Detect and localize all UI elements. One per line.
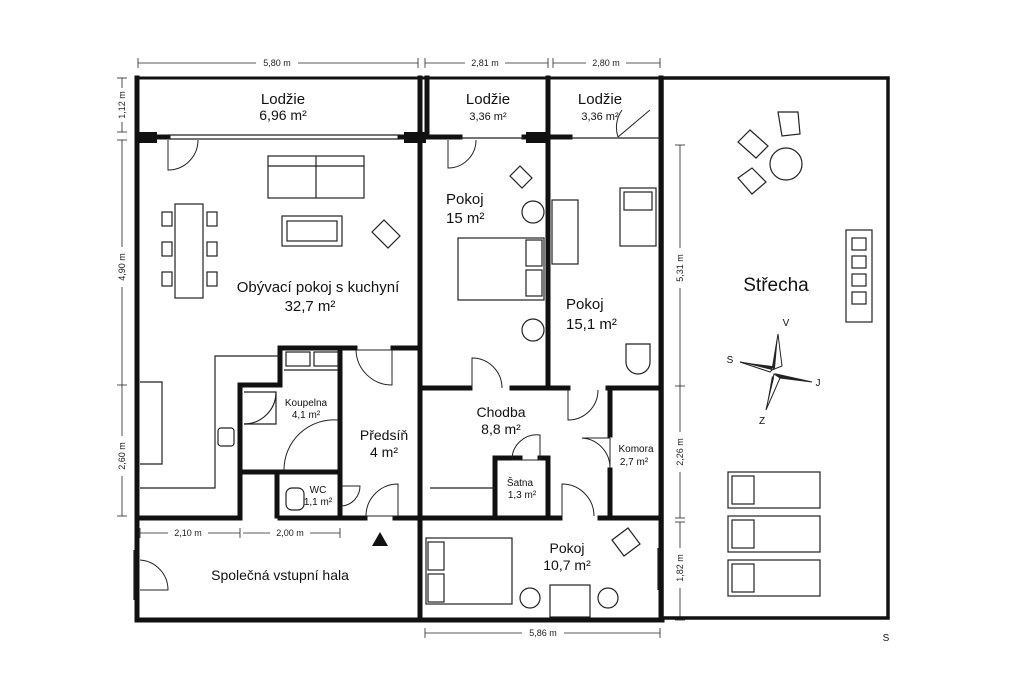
furniture: [140, 111, 873, 618]
room-area-lodzie-2: 3,36 m²: [469, 111, 507, 123]
room-name-satna: Šatna: [507, 476, 534, 489]
dim-right-2: 2,26 m: [675, 438, 685, 466]
dim-left-3: 2,60 m: [117, 442, 127, 470]
room-area-lodzie-1: 6,96 m²: [259, 107, 307, 123]
room-area-wc: 1,1 m²: [304, 497, 333, 508]
room-name-chodba: Chodba: [476, 404, 525, 420]
compass-west-label: Z: [759, 416, 765, 427]
room-area-lodzie-3: 3,36 m²: [581, 111, 619, 123]
room-name-pokoj-107: Pokoj: [549, 540, 584, 556]
dim-right-3: 1,82 m: [675, 554, 685, 582]
room-area-pokoj-151: 15,1 m²: [566, 316, 617, 333]
dim-hall-2: 2,00 m: [276, 528, 304, 538]
compass-north-label: S: [727, 355, 734, 366]
room-name-koupelna: Koupelna: [285, 398, 328, 409]
dim-top-3: 2,80 m: [592, 58, 620, 68]
dimension-labels: 5,80 m 2,81 m 2,80 m 1,12 m 4,90 m 2,60 …: [116, 57, 686, 639]
room-name-lodzie-1: Lodžie: [261, 91, 305, 108]
stray-mark: S: [883, 633, 890, 644]
compass-rose: V S J Z: [727, 318, 821, 427]
compass-south-label: J: [816, 378, 821, 389]
compass-east-label: V: [783, 318, 790, 329]
dim-right-1: 5,31 m: [675, 254, 685, 282]
doors: [139, 109, 651, 591]
room-name-predsin: Předsíň: [360, 427, 408, 443]
room-area-obyvaci: 32,7 m²: [285, 298, 336, 315]
room-name-pokoj-151: Pokoj: [566, 296, 604, 313]
room-name-hala: Společná vstupní hala: [211, 567, 349, 583]
room-area-komora: 2,7 m²: [620, 457, 649, 468]
dim-bottom: 5,86 m: [529, 628, 557, 638]
room-name-lodzie-3: Lodžie: [578, 91, 622, 108]
walls: [133, 75, 665, 623]
room-labels: Lodžie 6,96 m² Lodžie 3,36 m² Lodžie 3,3…: [211, 91, 809, 583]
dim-hall-1: 2,10 m: [174, 528, 202, 538]
room-area-pokoj-107: 10,7 m²: [543, 557, 591, 573]
room-area-koupelna: 4,1 m²: [292, 410, 321, 421]
room-name-pokoj-15: Pokoj: [446, 191, 484, 208]
room-area-pokoj-15: 15 m²: [446, 210, 484, 227]
room-area-chodba: 8,8 m²: [481, 421, 521, 437]
room-area-predsin: 4 m²: [370, 444, 398, 460]
dim-left-2: 4,90 m: [117, 253, 127, 281]
dim-top-2: 2,81 m: [471, 58, 499, 68]
room-name-obyvaci: Obývací pokoj s kuchyní: [237, 279, 400, 296]
room-name-wc: WC: [310, 485, 327, 496]
room-name-strecha: Střecha: [743, 275, 809, 296]
room-name-lodzie-2: Lodžie: [466, 91, 510, 108]
room-name-komora: Komora: [618, 444, 653, 455]
dim-left-1: 1,12 m: [117, 91, 127, 119]
dim-top-1: 5,80 m: [263, 58, 291, 68]
room-area-satna: 1,3 m²: [508, 490, 537, 501]
